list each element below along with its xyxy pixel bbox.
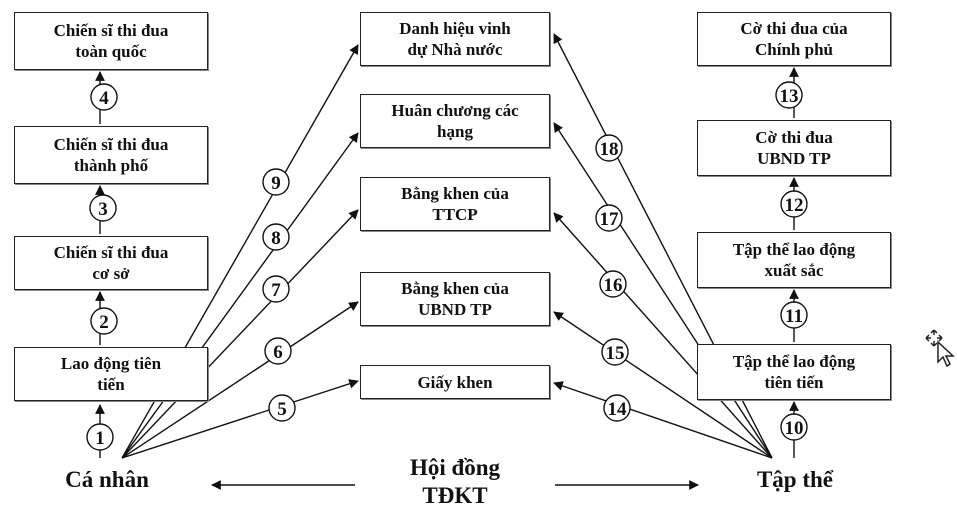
step-number-1: 1 — [86, 423, 114, 451]
step-number-11: 11 — [780, 301, 808, 329]
box-co-thi-dua-chinh-phu: Cờ thi đua của Chính phủ — [697, 12, 891, 66]
svg-text:18: 18 — [600, 139, 619, 160]
arrow-8 — [121, 132, 359, 459]
box-chien-si-toan-quoc: Chiến sĩ thi đua toàn quốc — [14, 12, 208, 70]
arrow-6 — [121, 301, 359, 459]
svg-text:10: 10 — [785, 418, 804, 439]
box-danh-hieu-vinh-du: Danh hiệu vinh dự Nhà nước — [360, 12, 550, 66]
svg-text:12: 12 — [785, 195, 804, 216]
svg-text:8: 8 — [271, 228, 281, 249]
box-chien-si-co-so: Chiến sĩ thi đua cơ sở — [14, 236, 208, 290]
step-number-17: 17 — [595, 204, 623, 232]
step-number-8: 8 — [262, 223, 290, 251]
box-lao-dong-tien-tien: Lao động tiên tiến — [14, 347, 208, 401]
box-giay-khen: Giấy khen — [360, 365, 550, 399]
step-number-4: 4 — [90, 83, 118, 111]
step-number-15: 15 — [601, 338, 629, 366]
svg-text:3: 3 — [98, 199, 108, 220]
svg-text:14: 14 — [608, 399, 628, 420]
svg-text:16: 16 — [604, 275, 623, 296]
step-number-18: 18 — [595, 134, 623, 162]
step-number-6: 6 — [264, 337, 292, 365]
arrow-5 — [121, 379, 359, 459]
box-bang-khen-ubnd: Bằng khen của UBND TP — [360, 272, 550, 326]
svg-text:7: 7 — [271, 280, 281, 301]
svg-text:9: 9 — [271, 173, 281, 194]
label-ca-nhan: Cá nhân — [65, 467, 149, 492]
svg-text:5: 5 — [277, 399, 287, 420]
box-chien-si-thanh-pho: Chiến sĩ thi đua thành phố — [14, 126, 208, 184]
box-huan-chuong: Huân chương các hạng — [360, 94, 550, 148]
arrow-7 — [121, 209, 359, 459]
step-number-10: 10 — [780, 413, 808, 441]
step-number-9: 9 — [262, 168, 290, 196]
step-number-12: 12 — [780, 190, 808, 218]
step-number-2: 2 — [90, 307, 118, 335]
box-bang-khen-ttcp: Bằng khen của TTCP — [360, 177, 550, 231]
step-number-16: 16 — [599, 270, 627, 298]
step-number-14: 14 — [603, 394, 631, 422]
svg-text:11: 11 — [785, 306, 803, 327]
svg-text:4: 4 — [99, 88, 109, 109]
svg-text:1: 1 — [95, 428, 105, 449]
arrow-14 — [553, 381, 773, 459]
svg-text:17: 17 — [600, 209, 620, 230]
arrow-17 — [553, 122, 773, 459]
svg-text:2: 2 — [99, 312, 109, 333]
step-number-3: 3 — [89, 194, 117, 222]
label-tap-the: Tập thể — [756, 467, 834, 492]
step-number-7: 7 — [262, 275, 290, 303]
svg-text:13: 13 — [780, 86, 799, 107]
arrow-16 — [553, 212, 773, 459]
box-tap-the-tien-tien: Tập thể lao động tiên tiến — [697, 344, 891, 400]
step-number-5: 5 — [268, 394, 296, 422]
arrow-15 — [553, 311, 773, 459]
move-cursor-icon — [925, 329, 955, 368]
svg-text:15: 15 — [606, 343, 625, 364]
box-tap-the-xuat-sac: Tập thể lao động xuất sắc — [697, 232, 891, 288]
label-hoi-dong-tdkt: Hội đồng TĐKT — [409, 455, 501, 508]
step-number-13: 13 — [775, 81, 803, 109]
svg-text:6: 6 — [273, 342, 283, 363]
box-co-thi-dua-ubnd: Cờ thi đua UBND TP — [697, 120, 891, 176]
